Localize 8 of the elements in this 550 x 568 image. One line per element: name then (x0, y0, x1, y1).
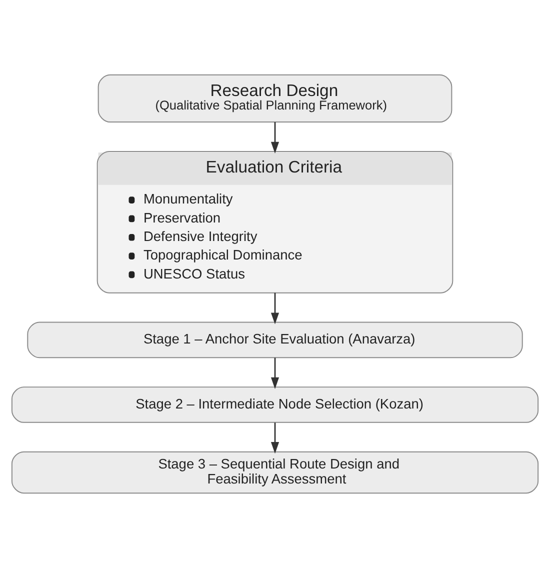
node-box: Stage 1 – Anchor Site Evaluation (Anavarza) (27, 322, 523, 358)
node-box: Research Design (Qualitative Spatial Planning Framework) (98, 74, 452, 123)
arrow (270, 292, 280, 324)
arrow (270, 358, 280, 389)
arrow (270, 422, 280, 454)
arrow (270, 122, 280, 154)
node-box: Stage 3 – Sequential Route Design and Feasibility Assessment (11, 451, 539, 494)
node-box: Stage 2 – Intermediate Node Selection (Kozan) (11, 386, 539, 423)
